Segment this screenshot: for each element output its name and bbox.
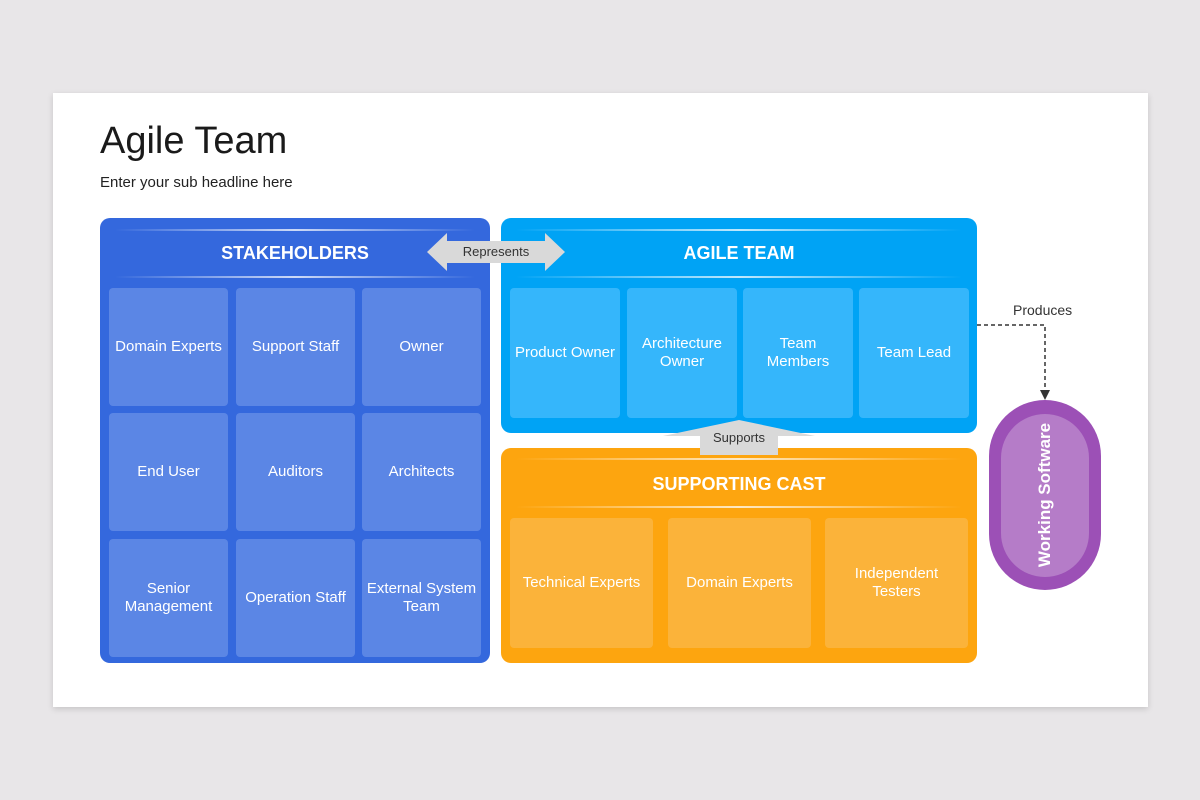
supporting-cast-card: Domain Experts: [668, 518, 811, 648]
produces-dashed-arrow: [977, 324, 1050, 400]
agile-team-card: Architecture Owner: [627, 288, 737, 418]
agile-team-title: AGILE TEAM: [683, 243, 795, 263]
stakeholders-title: STAKEHOLDERS: [221, 243, 369, 263]
stakeholder-card: External System Team: [362, 539, 481, 657]
agile-team-card: Team Members: [743, 288, 853, 418]
stakeholder-card: Auditors: [236, 413, 355, 531]
represents-arrow: [427, 233, 565, 271]
produces-label: Produces: [1013, 302, 1073, 318]
agile-team-card: Team Lead: [859, 288, 969, 418]
page-subtitle: Enter your sub headline here: [100, 174, 293, 191]
stakeholder-card: Owner: [362, 288, 481, 406]
supporting-cast-card: Technical Experts: [510, 518, 653, 648]
supporting-cast-card: Independent Testers: [825, 518, 968, 648]
page-title: Agile Team: [100, 120, 288, 162]
supporting-cast-title: SUPPORTING CAST: [652, 474, 826, 494]
stakeholder-card: Support Staff: [236, 288, 355, 406]
stakeholder-card: Operation Staff: [236, 539, 355, 657]
stakeholder-card: Domain Experts: [109, 288, 228, 406]
agile-team-card: Product Owner: [510, 288, 620, 418]
stakeholder-card: Architects: [362, 413, 481, 531]
supports-arrow: [663, 420, 815, 455]
working-software-label: Working Software: [1035, 422, 1054, 568]
stakeholder-card: End User: [109, 413, 228, 531]
stakeholder-card: Senior Management: [109, 539, 228, 657]
represents-label: Represents: [462, 244, 530, 259]
supports-label: Supports: [712, 430, 766, 445]
